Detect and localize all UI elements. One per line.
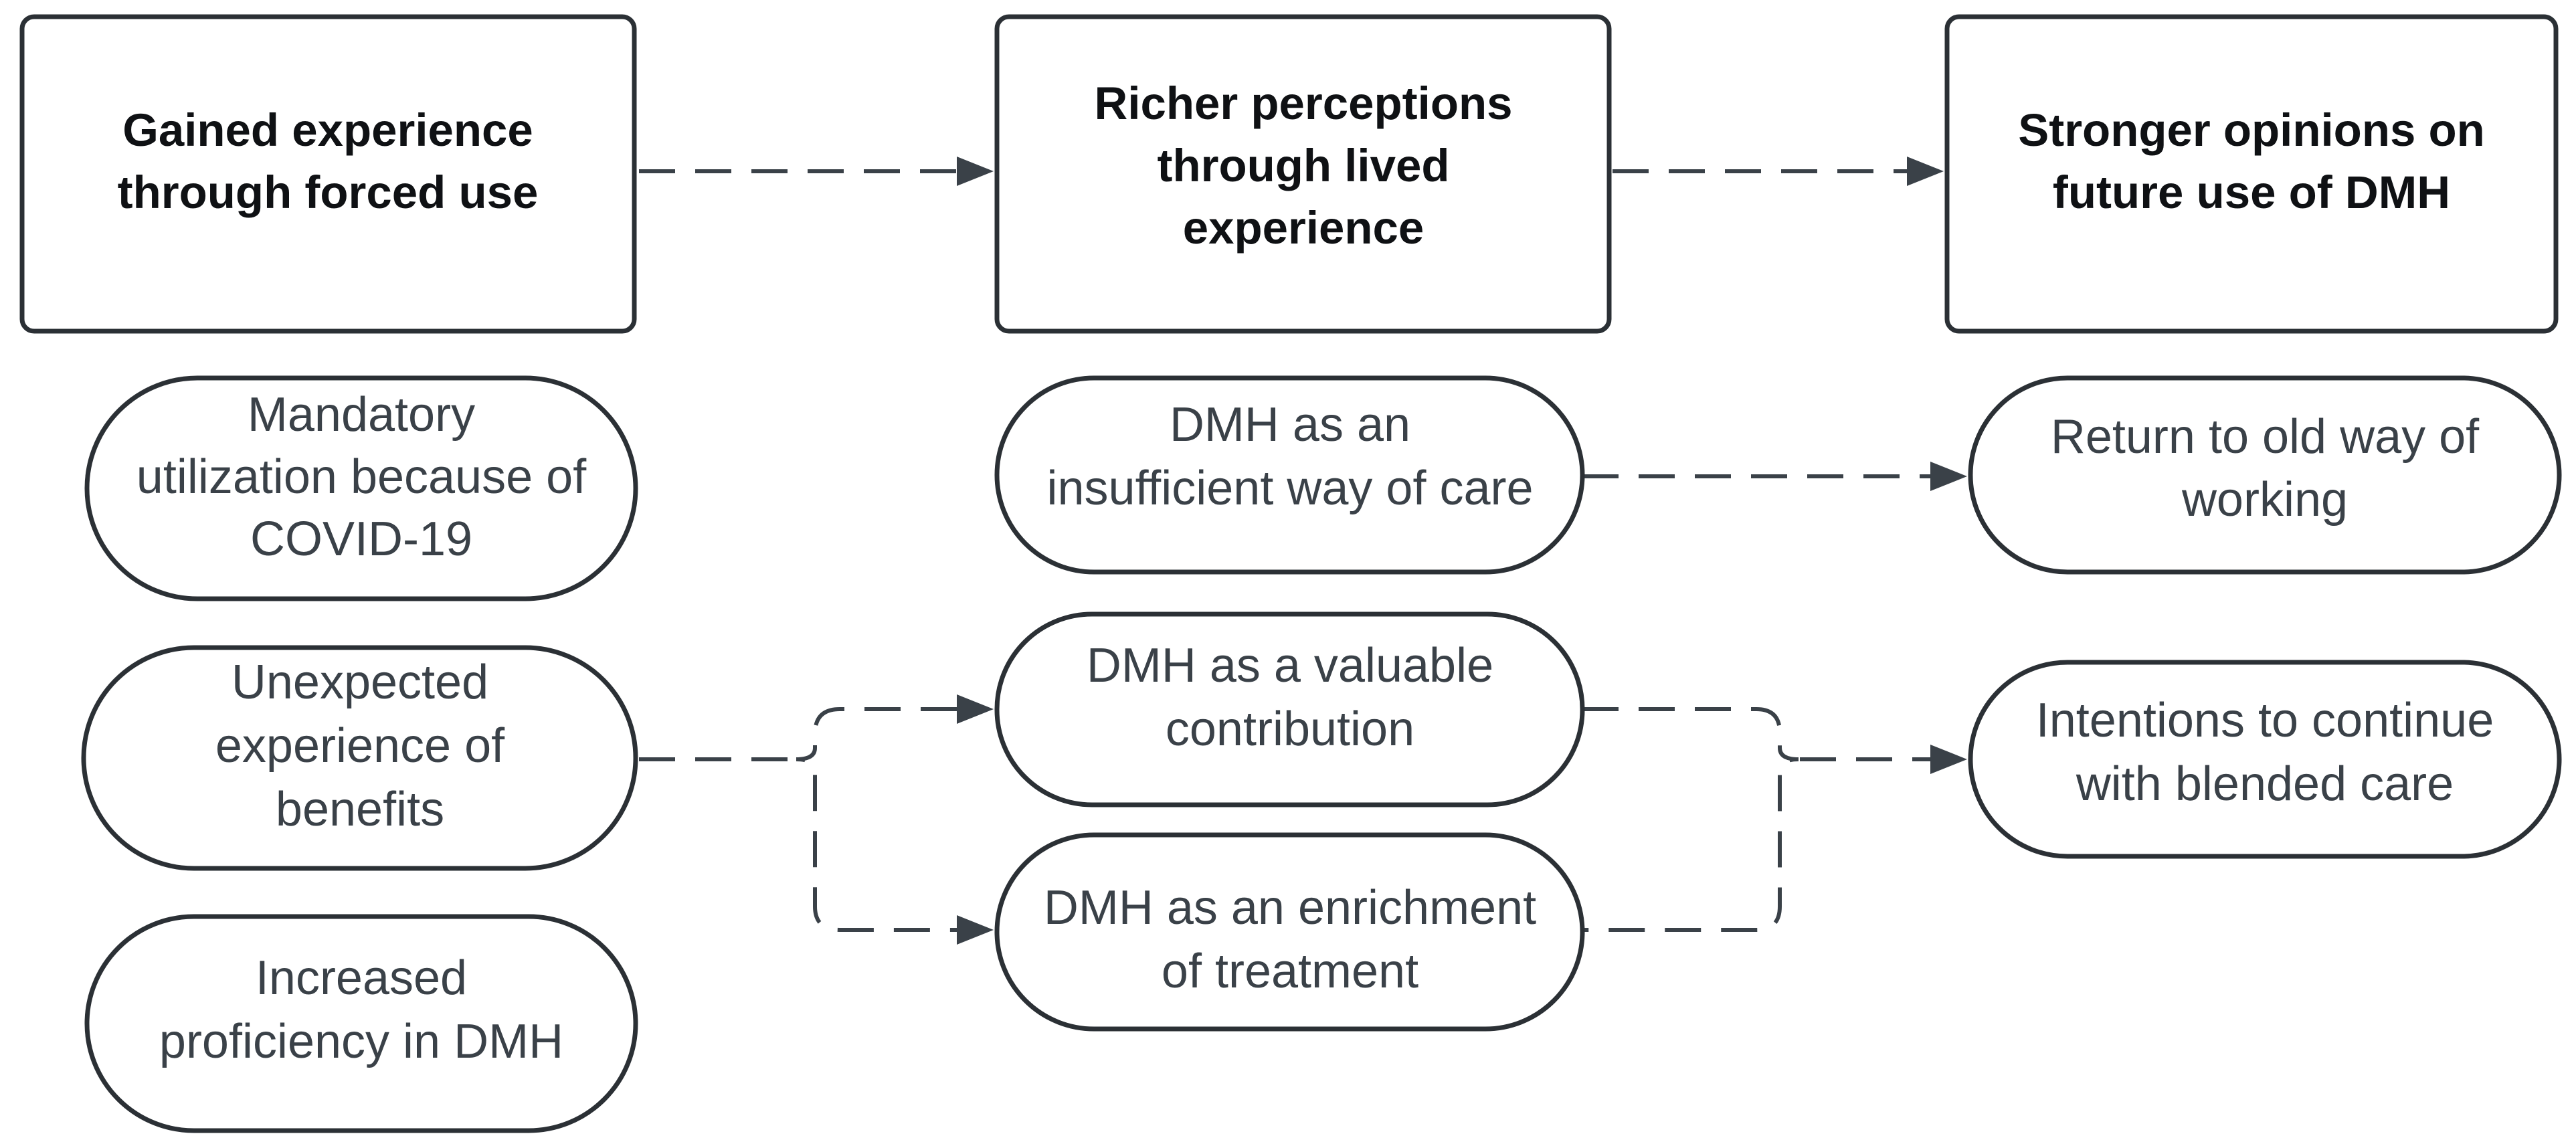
node-n2-line-2: experience of [215, 719, 505, 773]
node-n5-line-1: DMH as a valuable [1087, 639, 1493, 692]
node-n4-line-1: DMH as an [1170, 398, 1410, 452]
edge-n4-n7-arrowhead [1930, 462, 1967, 491]
header-h3-line-2: future use of DMH [2053, 167, 2450, 218]
node-n4-line-2: insufficient way of care [1046, 462, 1533, 515]
edge-bracket-right [1582, 707, 1799, 932]
node-n3-line-1: Increased [256, 951, 467, 1005]
node-n7: Return to old way of working [1968, 375, 2562, 575]
header-h1-line-2: through forced use [118, 167, 539, 218]
edges [639, 157, 1967, 945]
node-n5: DMH as a valuable contribution [994, 611, 1585, 807]
edge-merge-n8-arrowhead [1930, 745, 1967, 774]
node-n6-line-2: of treatment [1162, 945, 1418, 998]
header-h2: Richer perceptions through lived experie… [994, 14, 1612, 334]
node-n8-line-1: Intentions to continue [2036, 694, 2494, 747]
edge-bracket-left [796, 707, 957, 932]
header-h3: Stronger opinions on future use of DMH [1944, 14, 2559, 334]
header-h1: Gained experience through forced use [19, 14, 637, 334]
node-n2-line-3: benefits [276, 783, 444, 836]
node-n4: DMH as an insufficient way of care [994, 375, 1585, 575]
edge-n2-n6-arrowhead [957, 915, 994, 945]
node-n8-line-2: with blended care [2076, 757, 2454, 811]
edge-h2-h3-arrowhead [1907, 157, 1944, 186]
header-h3-line-1: Stronger opinions on [2018, 104, 2485, 156]
node-n3-line-2: proficiency in DMH [159, 1015, 563, 1068]
node-n1-line-1: Mandatory [248, 388, 475, 442]
node-n2: Unexpected experience of benefits [81, 645, 638, 871]
node-n7-line-2: working [2181, 473, 2348, 527]
node-n1-line-2: utilization because of [136, 450, 587, 504]
header-h2-line-2: through lived [1158, 140, 1450, 191]
node-n1-line-3: COVID-19 [250, 512, 472, 566]
node-n1: Mandatory utilization because of COVID-1… [84, 375, 638, 601]
node-n8: Intentions to continue with blended care [1968, 660, 2562, 859]
header-h2-line-1: Richer perceptions [1094, 78, 1512, 129]
header-h1-line-1: Gained experience [122, 104, 533, 156]
edge-h1-h2-arrowhead [957, 157, 994, 186]
node-n2-line-1: Unexpected [232, 656, 488, 709]
node-n7-line-1: Return to old way of [2051, 410, 2480, 464]
edge-n2-n5-arrowhead [957, 694, 994, 724]
node-n5-line-2: contribution [1166, 702, 1414, 756]
node-n6: DMH as an enrichment of treatment [994, 832, 1585, 1032]
header-h2-line-3: experience [1183, 202, 1424, 254]
node-n3: Increased proficiency in DMH [84, 914, 638, 1133]
node-n6-line-1: DMH as an enrichment [1044, 881, 1536, 935]
